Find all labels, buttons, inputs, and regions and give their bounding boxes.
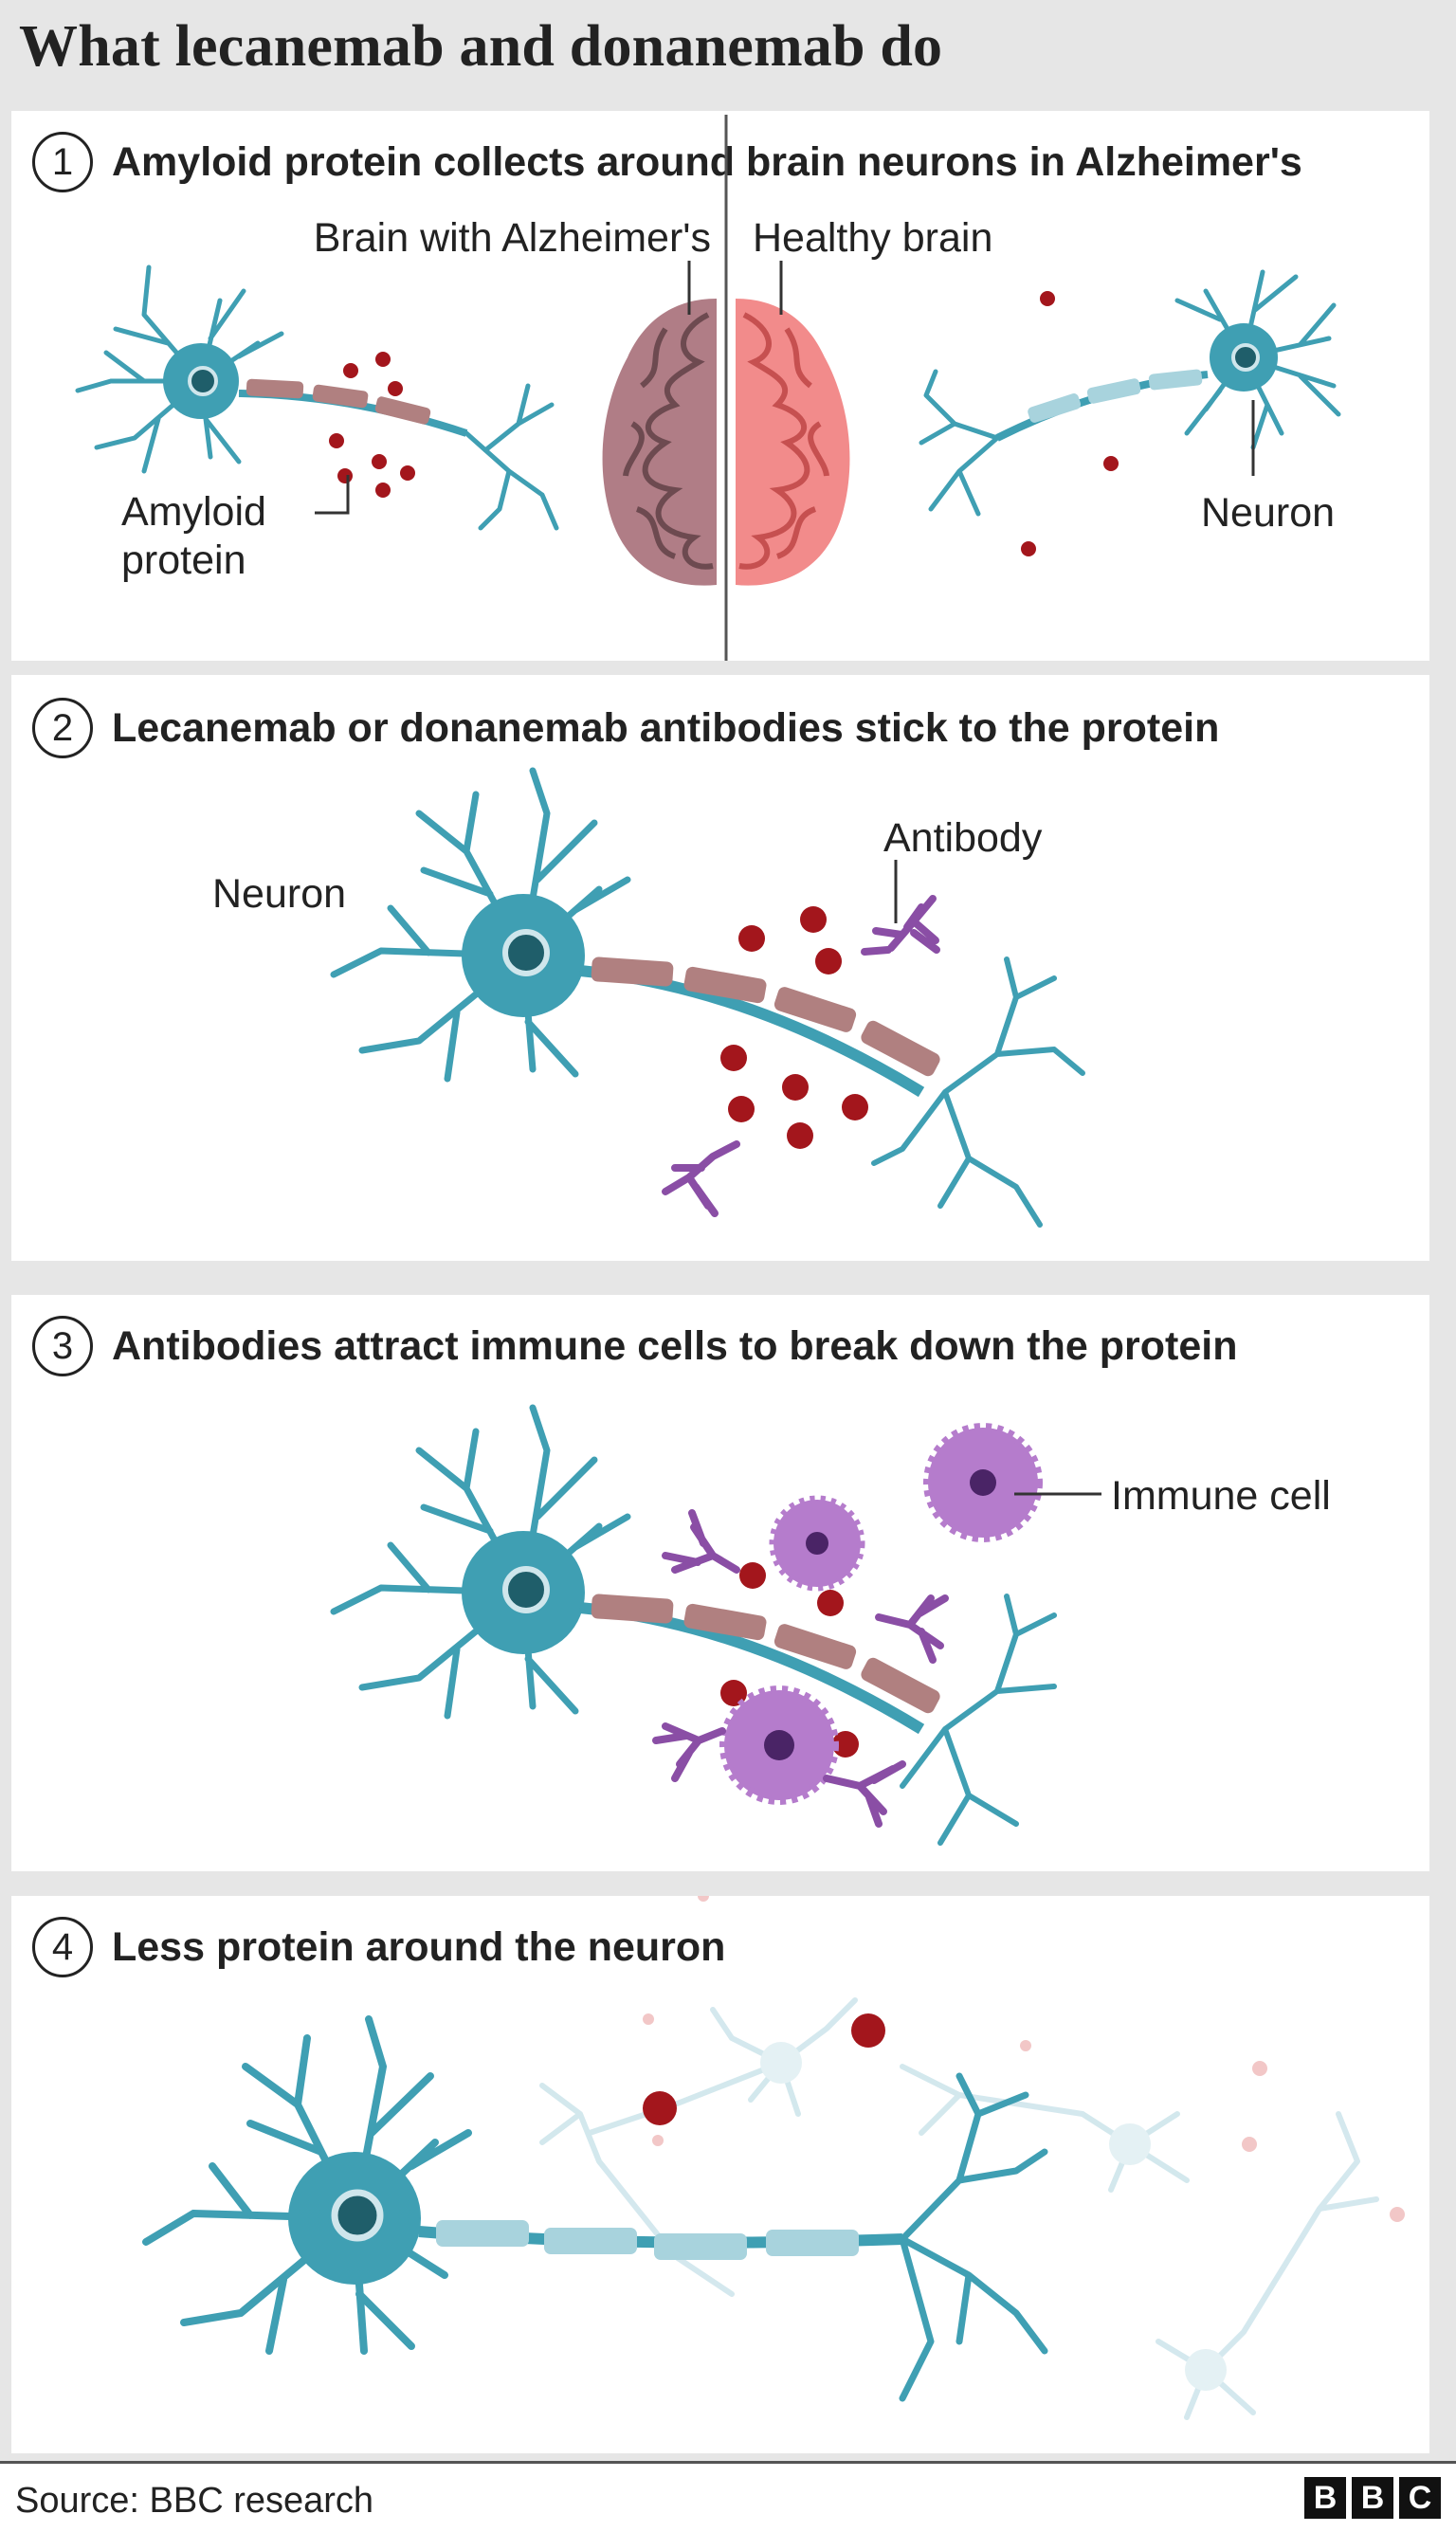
remaining-amyloid: [643, 2013, 885, 2125]
amyloid-cluster: [720, 906, 868, 1149]
amyloid-cluster: [329, 352, 415, 498]
amyloid-leader: [315, 475, 350, 515]
panel-3-illustration: Immune cell: [330, 1404, 1331, 1846]
immune-cell-top: [923, 1423, 1043, 1542]
panel-3: 3 Antibodies attract immune cells to bre…: [11, 1295, 1429, 1871]
immune-cell-label: Immune cell: [1111, 1473, 1331, 1519]
antibodies: [652, 1509, 949, 1828]
panel-2-illustration: Antibody Neuron: [212, 767, 1085, 1228]
page-title: What lecanemab and donanemab do: [19, 14, 943, 79]
neuron: [142, 2015, 472, 2355]
footer: Source: BBC research B B C: [0, 2461, 1456, 2532]
panel-1: 1 Amyloid protein collects around brain …: [11, 111, 1429, 661]
faded-neurons: [539, 1997, 1379, 2420]
amyloid-remaining: [720, 1562, 859, 1758]
step-3-heading: 3 Antibodies attract immune cells to bre…: [32, 1316, 1237, 1376]
step-title: Antibodies attract immune cells to break…: [112, 1322, 1238, 1369]
immune-cell-low: [719, 1685, 839, 1805]
neuron-label: Neuron: [1201, 490, 1335, 536]
neuron-label: Neuron: [212, 871, 346, 917]
neuron-healthy: [1174, 269, 1341, 450]
faded-somas: [760, 2042, 1227, 2391]
axon: [418, 2072, 1048, 2402]
neuron: [330, 1404, 631, 1720]
step-number: 2: [32, 698, 93, 758]
step-title: Amyloid protein collects around brain ne…: [112, 138, 1302, 185]
logo-letter: C: [1399, 2477, 1441, 2519]
axon: [579, 956, 1085, 1228]
step-number: 1: [32, 132, 93, 192]
logo-letter: B: [1304, 2477, 1346, 2519]
amyloid-label-line2: protein: [121, 537, 246, 583]
amyloid-label-line1: Amyloid: [121, 489, 266, 535]
panel-2: 2 Lecanemab or donanemab antibodies stic…: [11, 675, 1429, 1261]
neuron-diseased: [75, 264, 284, 474]
step-4-heading: 4 Less protein around the neuron: [32, 1917, 725, 1977]
antibody-upper: [861, 895, 940, 956]
brain-healthy-half: [736, 299, 850, 586]
step-title: Lecanemab or donanemab antibodies stick …: [112, 704, 1220, 751]
axon: [579, 1594, 1057, 1846]
faded-amyloid: [643, 1896, 1405, 2222]
step-2-heading: 2 Lecanemab or donanemab antibodies stic…: [32, 698, 1219, 758]
logo-letter: B: [1352, 2477, 1393, 2519]
source-text: Source: BBC research: [15, 2481, 374, 2521]
neuron: [330, 767, 631, 1083]
panel-4: 4 Less protein around the neuron: [11, 1896, 1429, 2453]
brain-diseased-label: Brain with Alzheimer's: [314, 215, 711, 261]
brain-diseased-half: [602, 299, 717, 586]
step-1-heading: 1 Amyloid protein collects around brain …: [32, 132, 1302, 192]
brain-healthy-label: Healthy brain: [753, 215, 992, 261]
immune-cell-mid: [769, 1495, 865, 1592]
step-title: Less protein around the neuron: [112, 1923, 726, 1970]
panel-1-illustration: Amyloid protein Brain with Alzheimer's H…: [75, 115, 1341, 661]
axon-diseased: [238, 378, 559, 531]
antibody-lower: [662, 1140, 740, 1217]
axon-healthy: [919, 369, 1209, 517]
step-number: 4: [32, 1917, 93, 1977]
amyloid-sparse: [1021, 291, 1119, 556]
antibody-label: Antibody: [883, 815, 1043, 861]
step-number: 3: [32, 1316, 93, 1376]
bbc-logo: B B C: [1304, 2477, 1441, 2519]
panel-4-illustration: [142, 1896, 1405, 2420]
